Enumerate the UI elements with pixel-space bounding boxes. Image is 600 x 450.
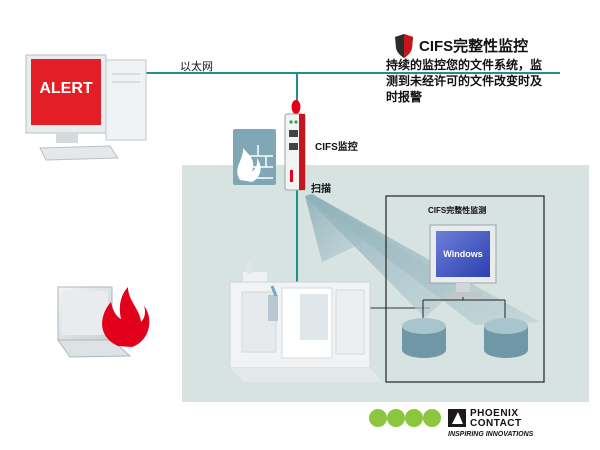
- brand-circle: [369, 409, 387, 427]
- monitored-area-title: CIFS完整性监测: [428, 206, 487, 215]
- brand-circle: [423, 409, 441, 427]
- windows-monitor: [429, 224, 497, 297]
- shield-icon: [395, 34, 413, 58]
- device-name-label: CIFS监控: [315, 142, 358, 153]
- callout-line: 时报警: [386, 90, 423, 104]
- firewall-icon: [233, 129, 276, 185]
- brand-name-line1: PHOENIX: [470, 408, 519, 419]
- windows-screen-text: Windows: [443, 249, 483, 259]
- alert-screen-text: ALERT: [39, 80, 93, 97]
- brand-name-line2: CONTACT: [470, 418, 522, 429]
- alert-computer: [25, 54, 147, 161]
- flame-icon: [102, 287, 150, 347]
- callout-line: 测到未经许可的文件改变时及: [386, 74, 543, 88]
- callout-title: CIFS完整性监控: [419, 38, 529, 55]
- scan-label: 扫描: [311, 184, 331, 195]
- ethernet-label: 以太网: [180, 61, 213, 73]
- laptop: [57, 286, 132, 358]
- brand-circle: [387, 409, 405, 427]
- cifs-device: [284, 100, 306, 191]
- brand-logo: [369, 409, 466, 427]
- storage-disk-right: [484, 318, 528, 358]
- callout-line: 持续的监控您的文件系统，监: [386, 58, 543, 72]
- brand-circle: [405, 409, 423, 427]
- industrial-machine: [229, 262, 382, 382]
- storage-frame: [385, 195, 545, 383]
- storage-disk-left: [402, 318, 446, 358]
- brand-tagline: INSPIRING INNOVATIONS: [448, 431, 534, 438]
